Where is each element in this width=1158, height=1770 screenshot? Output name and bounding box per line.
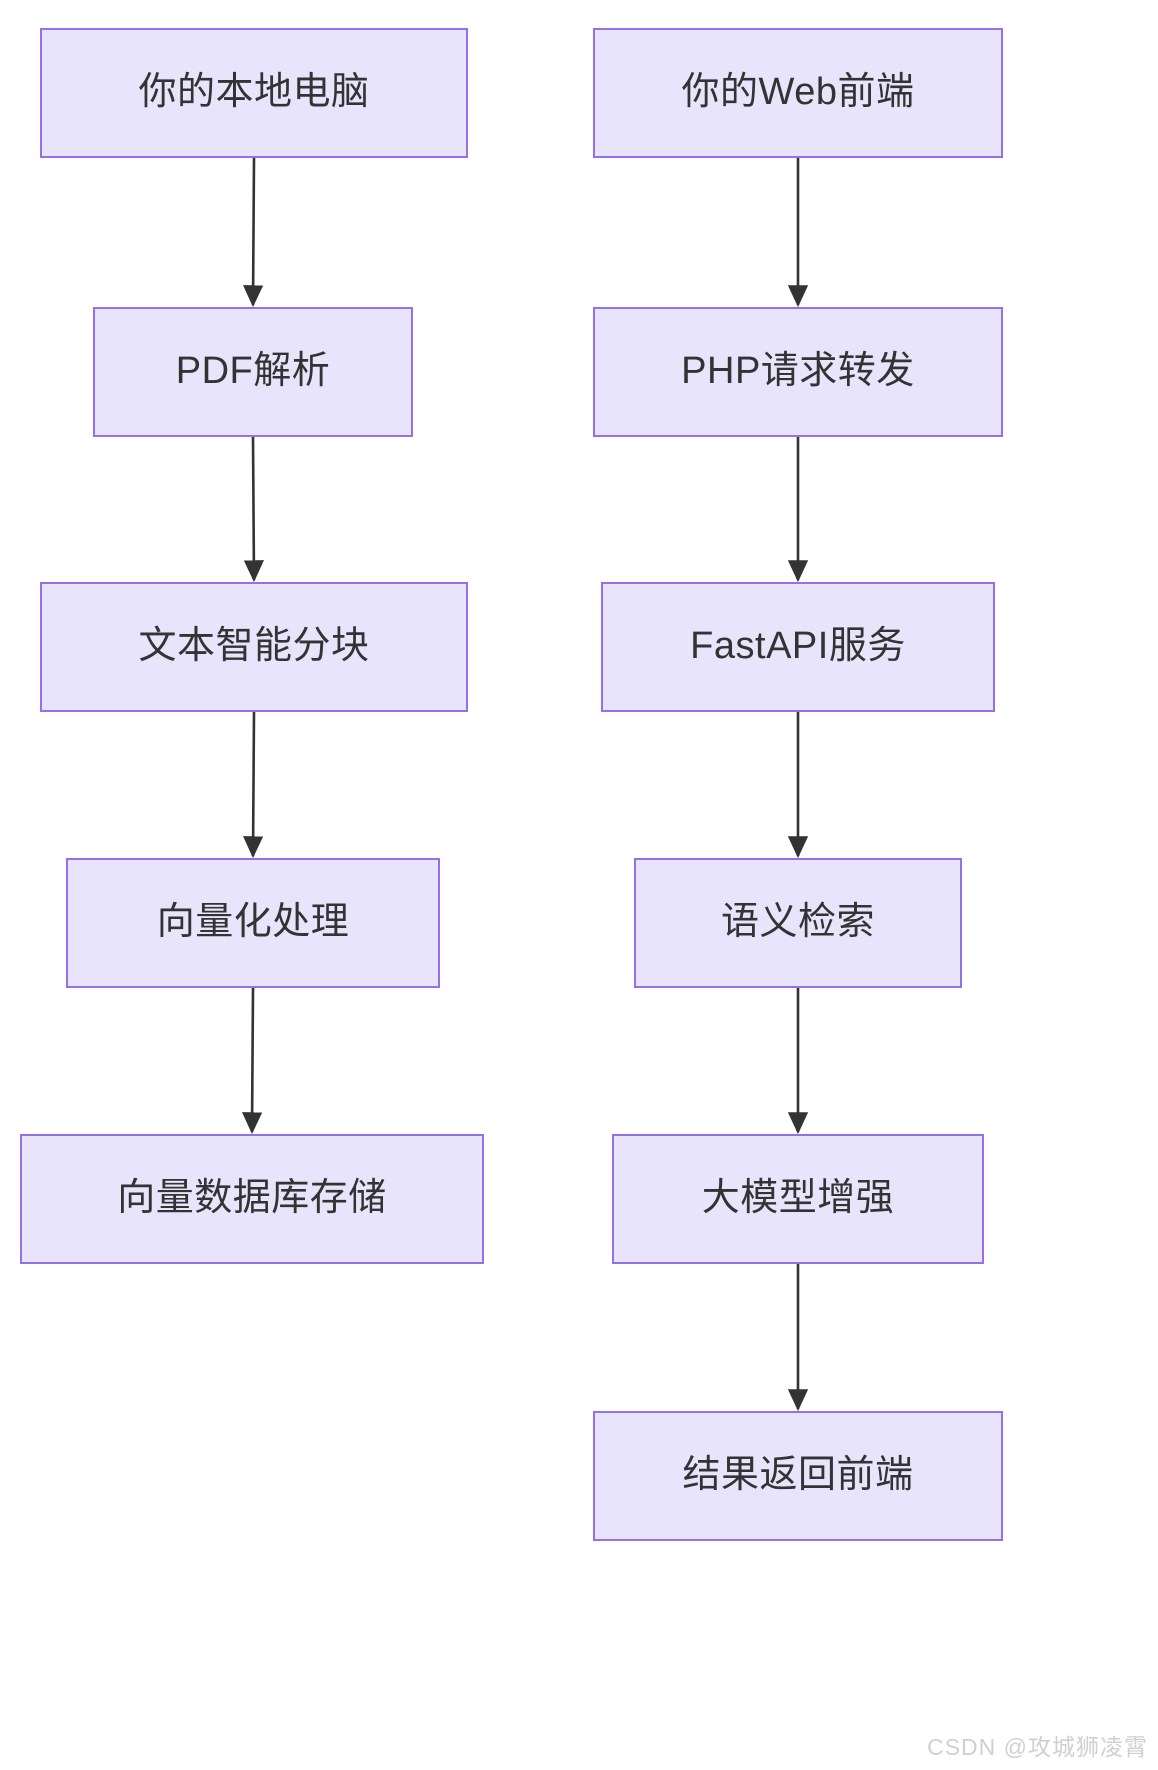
flowchart-node-l1[interactable]: 你的本地电脑 [40, 28, 468, 158]
flowchart-node-l5[interactable]: 向量数据库存储 [20, 1134, 484, 1264]
flowchart-node-label: 文本智能分块 [138, 625, 370, 668]
flowchart-node-label: PHP请求转发 [681, 350, 915, 393]
flowchart-node-r1[interactable]: 你的Web前端 [593, 28, 1003, 158]
flowchart-node-label: 你的Web前端 [681, 71, 915, 114]
flowchart-edge-l4-to-l5 [241, 987, 263, 1135]
flowchart-edge-l2-to-l3 [243, 436, 265, 583]
flowchart-node-l3[interactable]: 文本智能分块 [40, 582, 468, 712]
flowchart-node-label: 向量数据库存储 [117, 1177, 387, 1220]
flowchart-node-r5[interactable]: 大模型增强 [612, 1134, 984, 1264]
flowchart-node-label: 结果返回前端 [682, 1454, 914, 1497]
flowchart-edge-l3-to-l4 [242, 711, 264, 859]
flowchart-node-label: 向量化处理 [156, 901, 350, 944]
flowchart-node-label: PDF解析 [175, 350, 331, 393]
watermark-label: CSDN @攻城狮凌霄 [927, 1734, 1148, 1760]
flowchart-node-label: 大模型增强 [701, 1177, 895, 1220]
flowchart-node-r3[interactable]: FastAPI服务 [601, 582, 995, 712]
flowchart-node-r6[interactable]: 结果返回前端 [593, 1411, 1003, 1541]
flowchart-node-l4[interactable]: 向量化处理 [66, 858, 440, 988]
flowchart-node-label: FastAPI服务 [690, 625, 906, 668]
flowchart-node-r4[interactable]: 语义检索 [634, 858, 962, 988]
flowchart-node-r2[interactable]: PHP请求转发 [593, 307, 1003, 437]
flowchart-node-label: 语义检索 [720, 901, 875, 944]
flowchart-node-l2[interactable]: PDF解析 [93, 307, 413, 437]
flowchart-edge-l1-to-l2 [242, 157, 264, 308]
flowchart-node-label: 你的本地电脑 [138, 71, 370, 114]
